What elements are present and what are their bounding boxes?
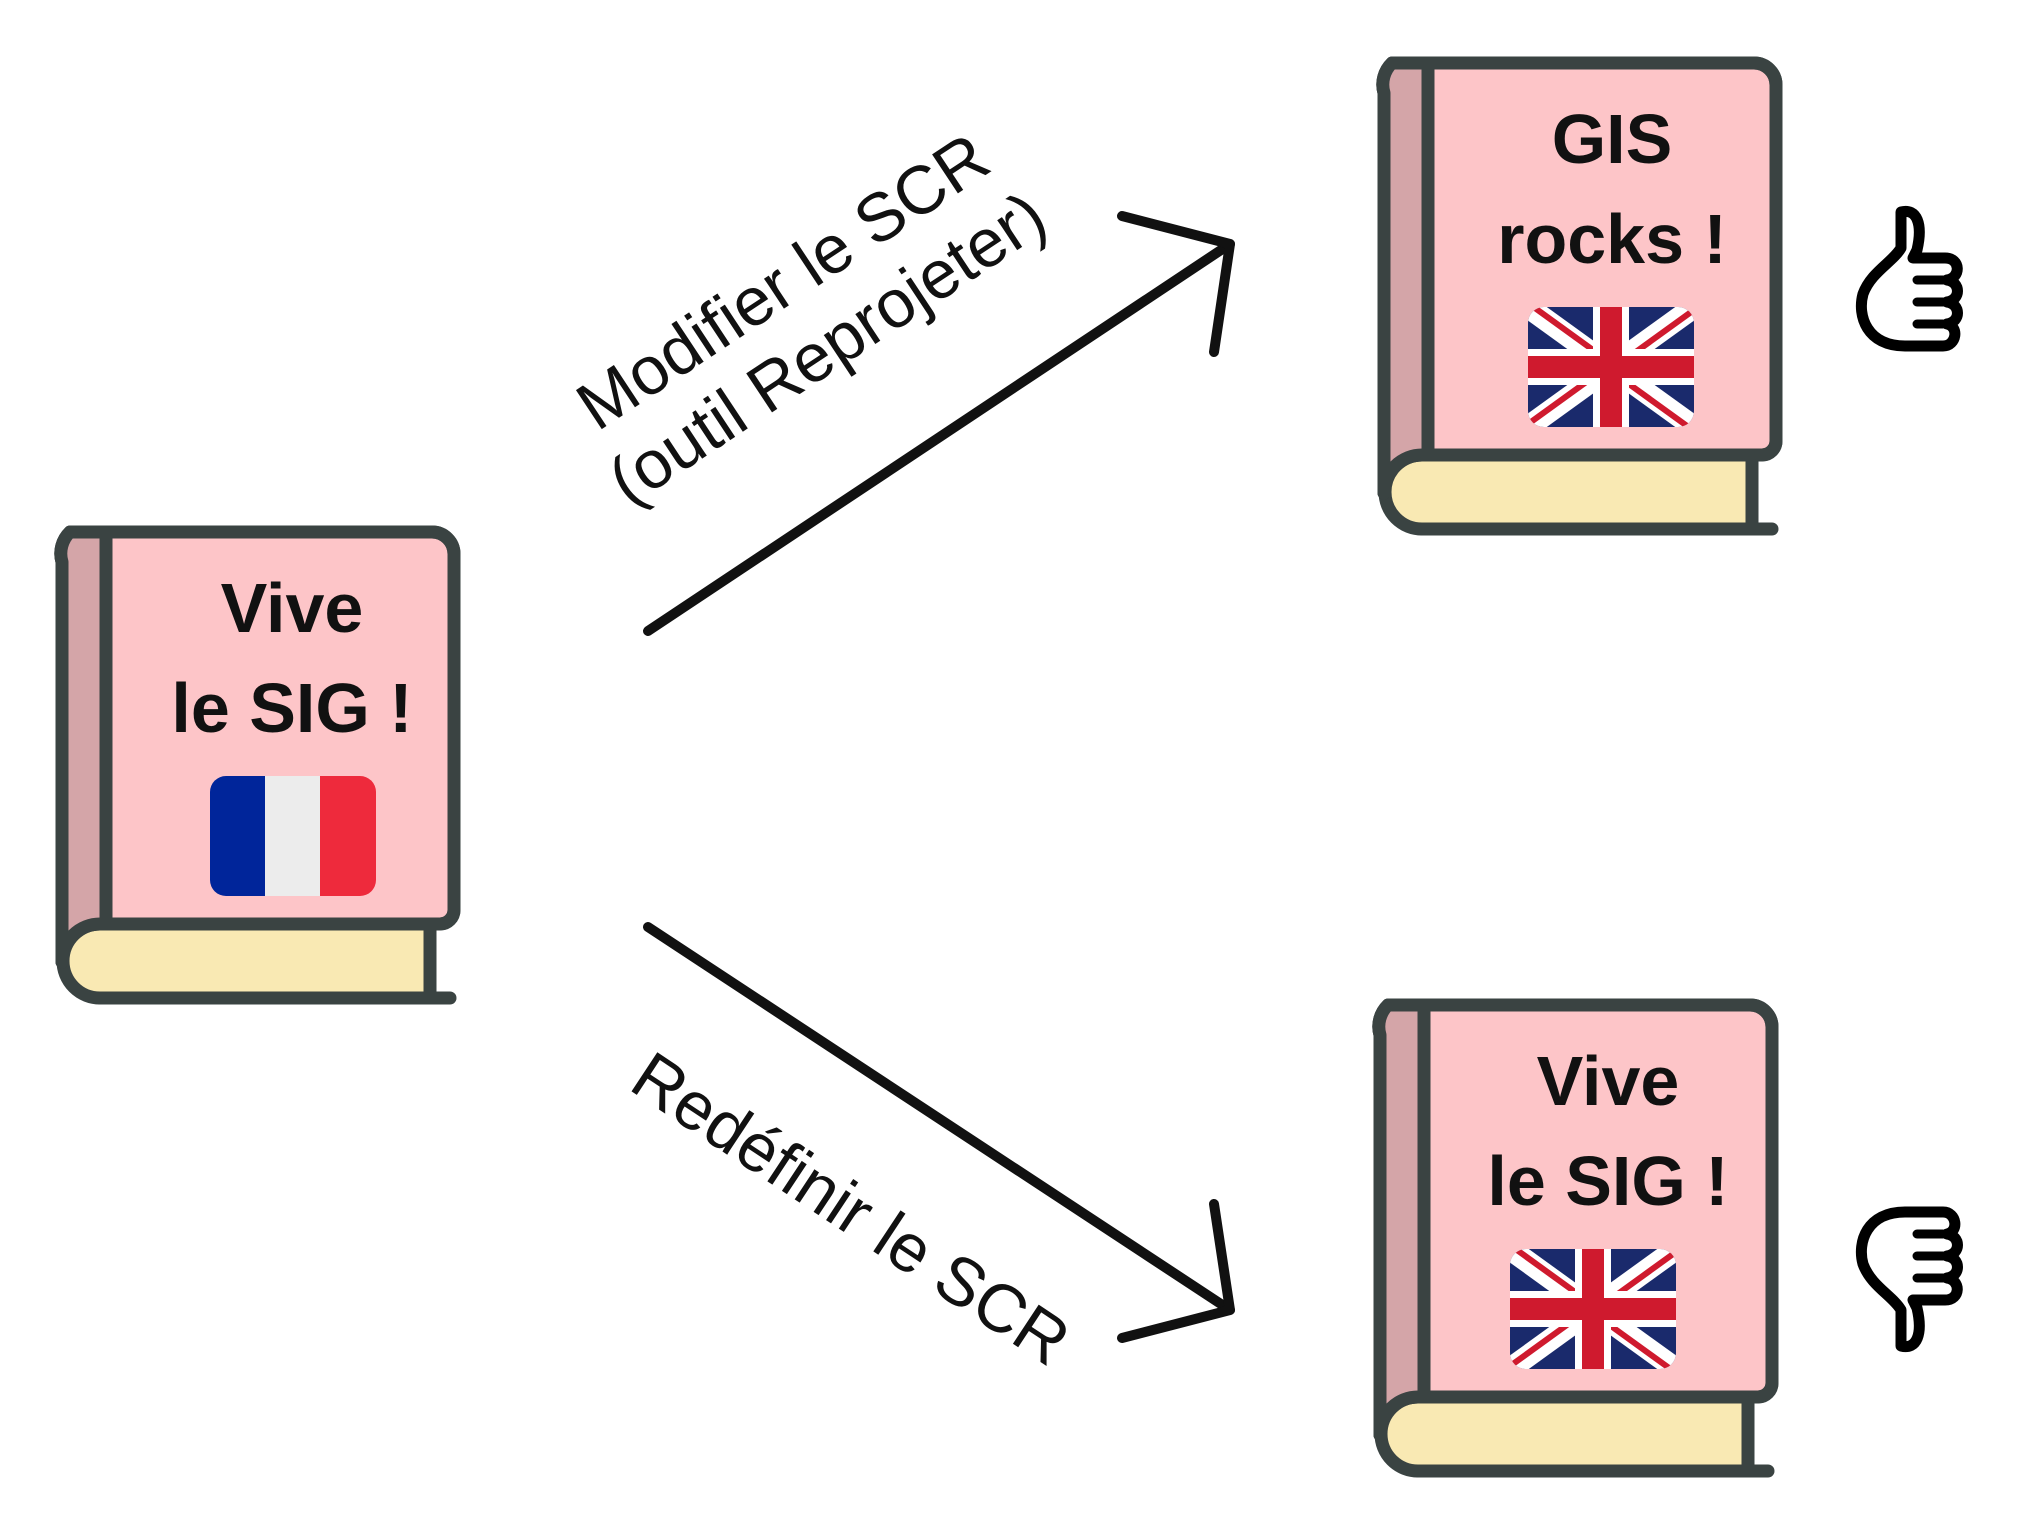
france-flag-icon <box>210 776 376 896</box>
source-book: Vive le SIG ! <box>61 532 454 998</box>
reprojected-book: GIS rocks ! <box>1383 63 1776 529</box>
redefine-label: Redéfinir le SCR <box>619 1037 1083 1380</box>
redefined-book-title-line2: le SIG ! <box>1487 1142 1728 1220</box>
uk-flag-icon <box>1524 303 1698 431</box>
thumbs-down-icon <box>1861 1212 1957 1347</box>
reproject-arrow <box>643 211 1235 636</box>
redefine-arrow <box>643 922 1235 1343</box>
reproject-label: Modifier le SCR (outil Reprojeter) <box>563 119 1059 520</box>
redefine-label-text: Redéfinir le SCR <box>619 1037 1083 1380</box>
uk-flag-icon <box>1506 1245 1680 1373</box>
reprojected-book-title-line2: rocks ! <box>1497 200 1727 278</box>
thumbs-up-icon <box>1861 211 1957 346</box>
reprojected-book-title-line1: GIS <box>1552 100 1673 178</box>
source-book-title-line2: le SIG ! <box>171 669 412 747</box>
redefined-book-title-line1: Vive <box>1537 1042 1680 1120</box>
redefined-book: Vive le SIG ! <box>1379 1005 1772 1471</box>
source-book-title-line1: Vive <box>221 569 364 647</box>
